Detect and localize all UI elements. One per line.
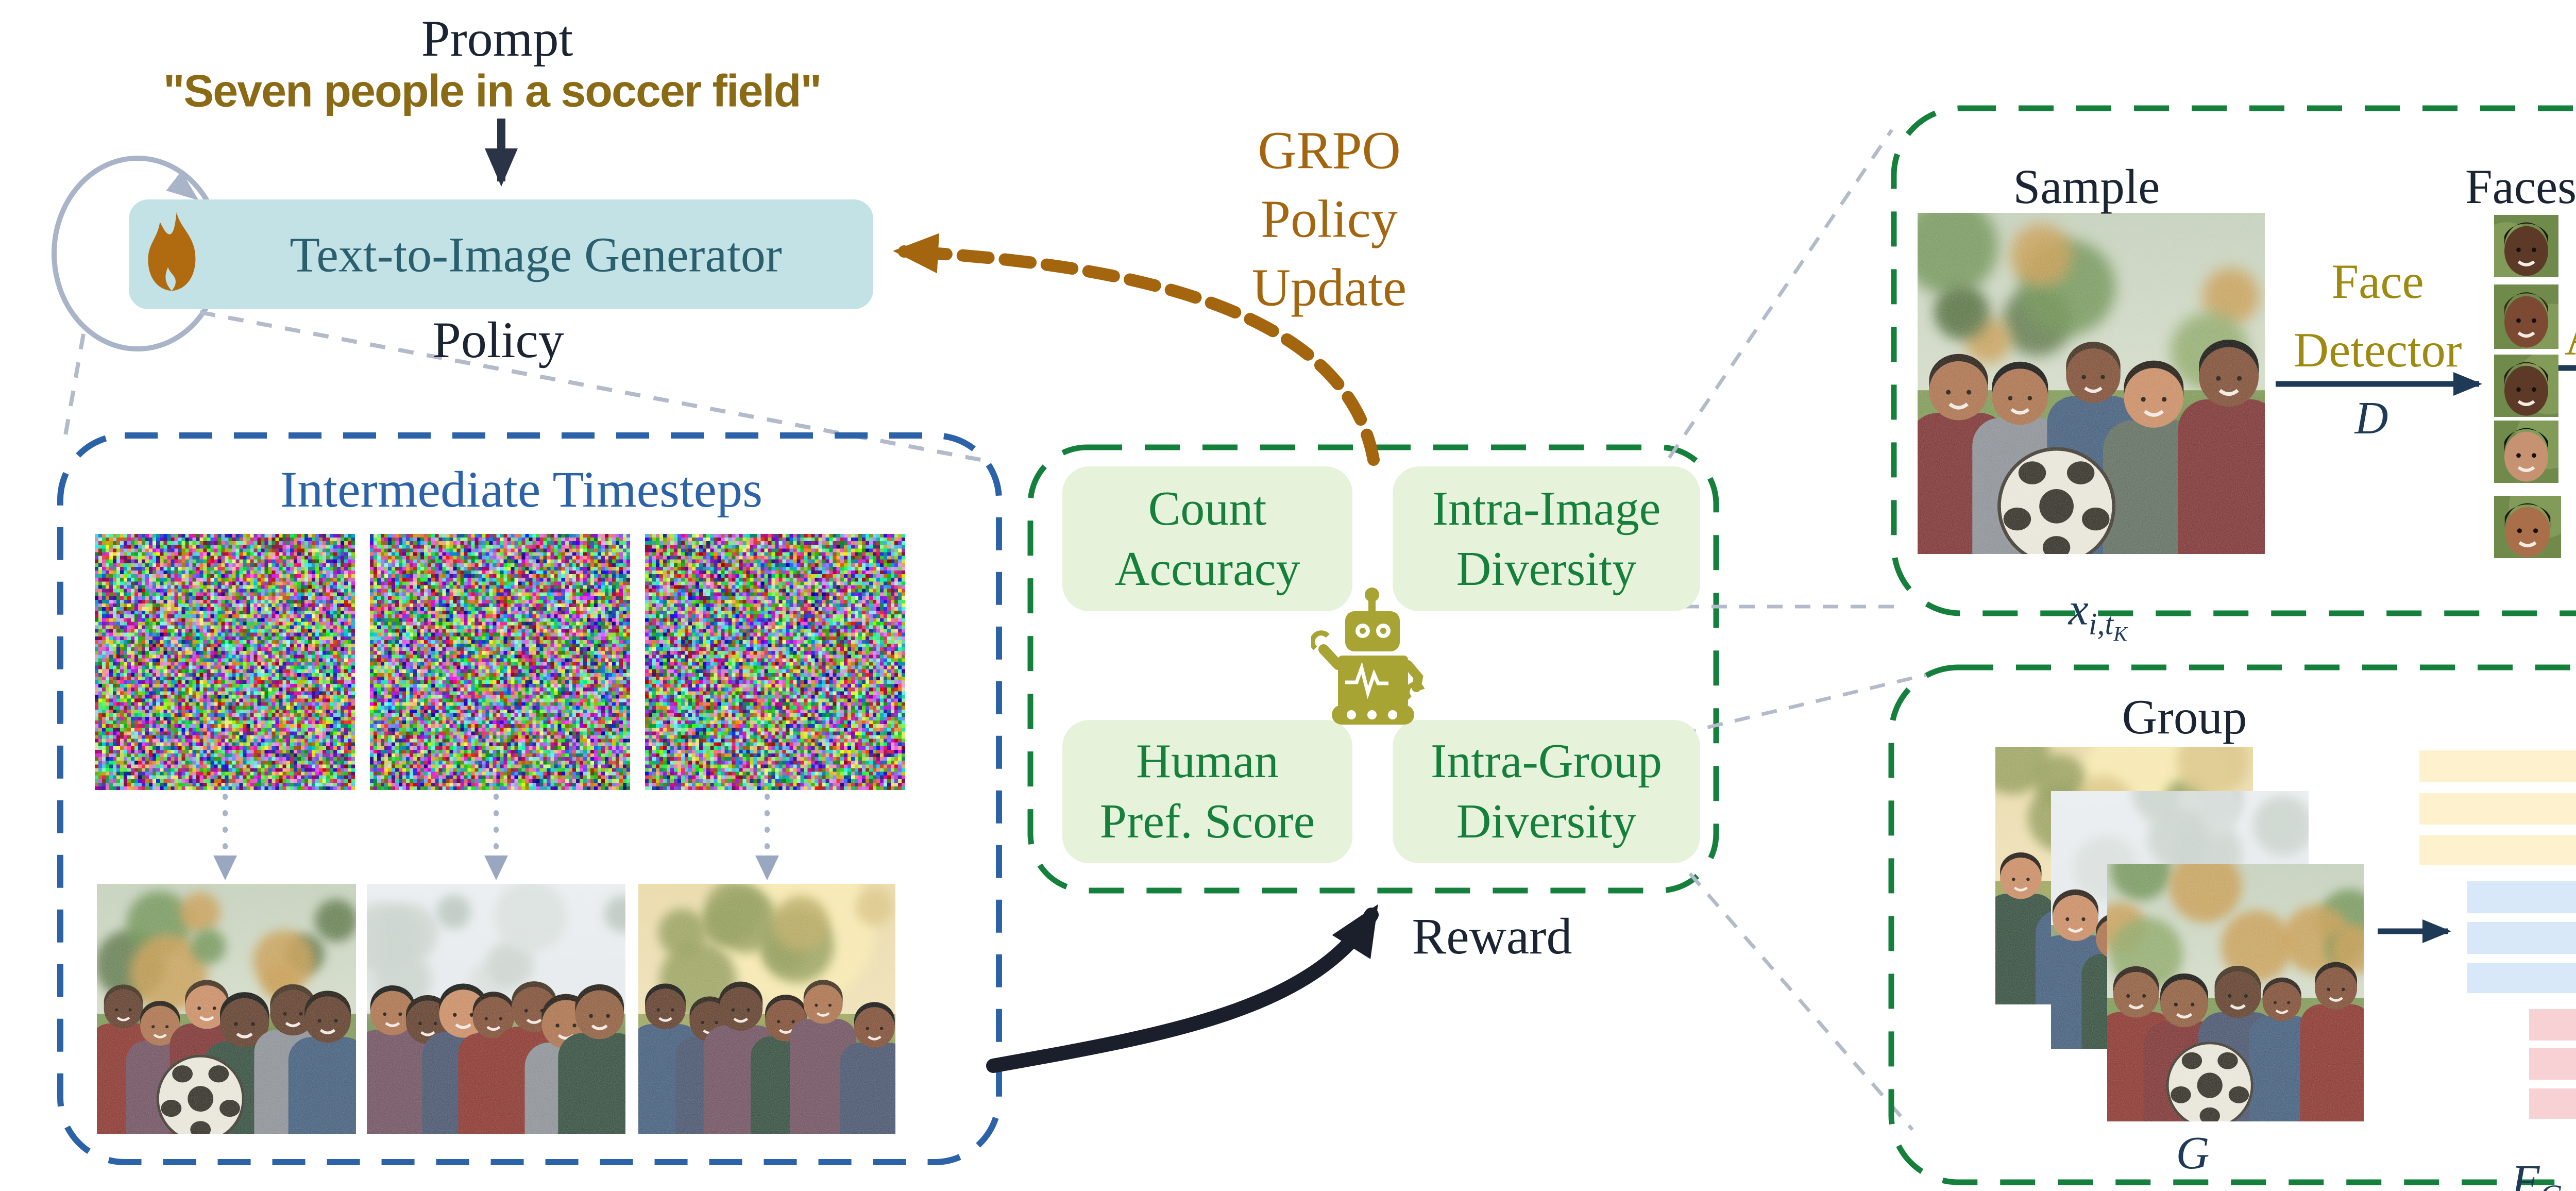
denoise-arrowhead-2 [484,855,508,880]
chip-intra-image-diversity: Intra-Image Diversity [1393,466,1700,611]
connector-intra-group-bottom [1688,872,1914,1131]
generator-label: Text-to-Image Generator [290,227,782,282]
connector-loop-left [63,333,86,439]
fg-bar-b1 [2467,881,2576,913]
reward-label: Reward [1412,908,1572,965]
noise-image-2 [370,534,630,790]
denoise-arrowhead-3 [755,855,779,880]
robot-icon [1311,588,1425,725]
timesteps-box-border [57,432,1002,1165]
fg-math-sub: G [2539,1179,2562,1191]
arcface-label: Arcface [2565,309,2576,368]
flame-icon [148,212,196,291]
fg-bar-p3 [2529,1088,2576,1119]
noise-image-1 [95,534,355,790]
face-crop-1 [2494,215,2558,277]
policy-loop-arrowhead-icon [166,171,199,201]
fg-bar-p1 [2529,1009,2576,1041]
face-crop-3 [2494,355,2558,417]
sample-math: xi,tK [2068,527,2127,644]
group-image-front [2107,864,2364,1121]
text-to-image-generator-box [129,199,873,309]
fg-bar-y2 [2419,793,2576,825]
sample-math-subsub: K [2113,622,2128,646]
sample-image [1918,213,2265,554]
grpo-policy-update-label: GRPO Policy Update [1251,121,1407,317]
timesteps-title: Intermediate Timesteps [280,461,762,518]
fg-bar-y3 [2419,835,2576,865]
sample-math-sub: i,t [2088,607,2114,641]
faces-label: Faces [2465,159,2576,214]
connector-intra-image-top [1668,129,1893,459]
intra-group-panel-border [1888,664,2576,1185]
chip-human-pref-score: Human Pref. Score [1062,720,1352,863]
reward-box-border [1027,444,1719,894]
prompt-title: Prompt [421,10,573,67]
fg-bar-y1 [2419,750,2576,782]
samples-to-reward-arrow [986,904,1379,1073]
fg-math: FG [2511,1097,2562,1191]
chip-count-accuracy: Count Accuracy [1062,466,1352,611]
generated-photo-2 [367,884,625,1134]
denoise-arrowhead-1 [213,855,237,880]
generated-photo-3 [638,884,895,1134]
policy-label: Policy [432,311,564,368]
fg-bar-b3 [2467,963,2576,993]
generated-photo-1 [97,884,356,1134]
chip-intra-group-diversity: Intra-Group Diversity [1393,720,1700,863]
sample-label: Sample [2013,159,2160,214]
prompt-quote: "Seven people in a soccer field" [163,65,822,116]
detector-math: D [2354,393,2388,444]
face-crop-2 [2494,284,2558,349]
connector-intra-group-top [1680,672,1931,736]
face-crop-5 [2494,496,2561,558]
group-label: Group [2122,690,2247,745]
intra-image-panel-border [1891,105,2576,616]
grpo-update-arrow [893,233,1380,466]
face-crop-4 [2494,421,2558,483]
noise-image-3 [645,534,905,790]
sample-math-base: x [2068,585,2089,635]
fg-bar-p2 [2529,1048,2576,1080]
group-math: G [2176,1128,2210,1179]
fg-math-base: F [2511,1156,2540,1191]
fg-bar-b2 [2467,922,2576,954]
face-detector-label: Face Detector [2293,254,2462,377]
